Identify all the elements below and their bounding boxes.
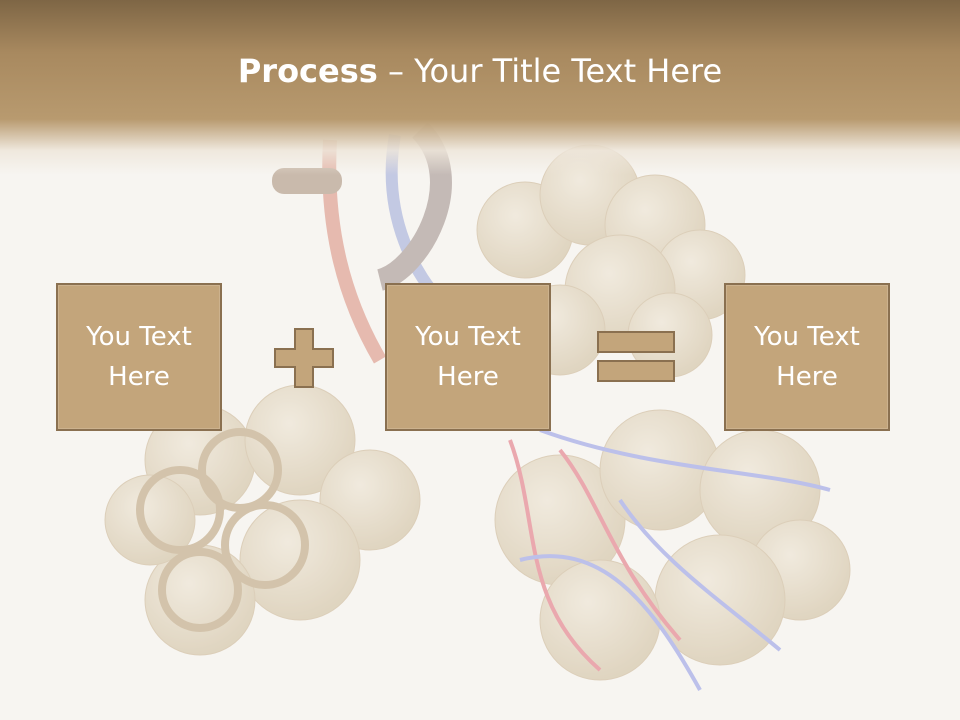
title-bar: [0, 0, 960, 175]
text-box-1[interactable]: You Text Here: [56, 283, 222, 431]
text-box-2[interactable]: You Text Here: [385, 283, 551, 431]
text-box-2-label: You Text Here: [415, 322, 521, 392]
text-box-3-label: You Text Here: [754, 322, 860, 392]
title-bold: Process: [237, 52, 378, 90]
text-box-3[interactable]: You Text Here: [724, 283, 890, 431]
plus-icon: [274, 328, 334, 388]
title-rest: – Your Title Text Here: [377, 52, 723, 90]
text-box-1-label: You Text Here: [86, 322, 192, 392]
slide-title: Process – Your Title Text Here: [0, 52, 960, 90]
equals-icon: [597, 331, 675, 382]
